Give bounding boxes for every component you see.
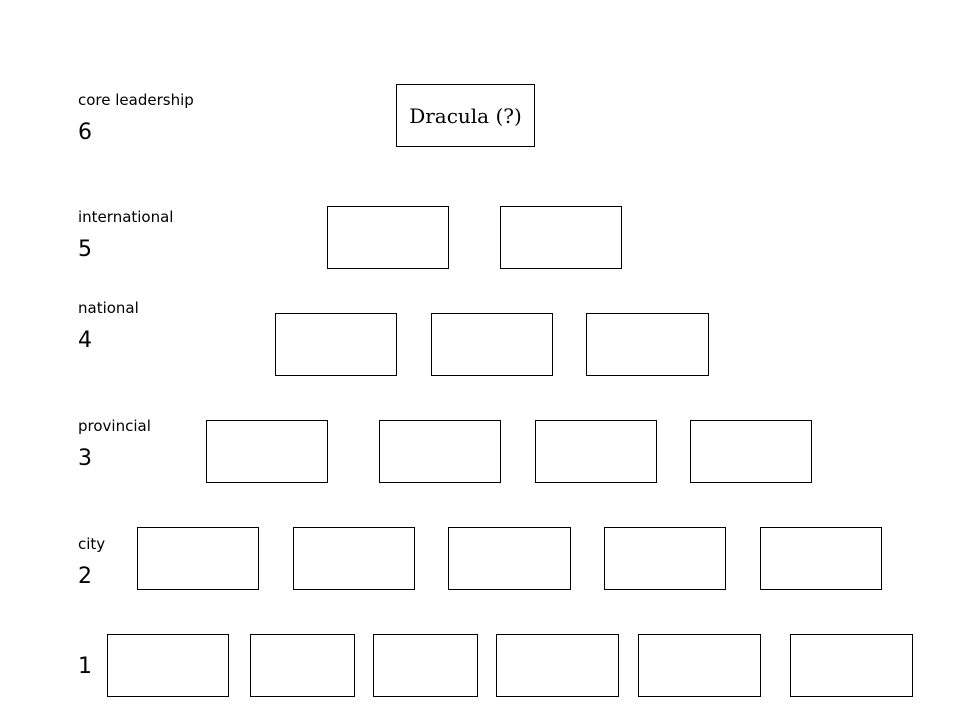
level-3-box-3 <box>535 420 657 483</box>
level-1-number: 1 <box>78 654 92 679</box>
level-4-number: 4 <box>78 328 92 353</box>
level-6-name: core leadership <box>78 91 194 109</box>
level-3-number: 3 <box>78 446 92 471</box>
level-5-number: 5 <box>78 237 92 262</box>
level-6-number: 6 <box>78 120 92 145</box>
level-2-box-4 <box>604 527 726 590</box>
level-2-number: 2 <box>78 564 92 589</box>
level-6-box-1: Dracula (?) <box>396 84 535 147</box>
level-5-box-1 <box>327 206 449 269</box>
level-2-name: city <box>78 535 106 553</box>
level-3-box-2 <box>379 420 501 483</box>
level-3-box-1 <box>206 420 328 483</box>
level-1-box-6 <box>790 634 913 697</box>
level-4-box-3 <box>586 313 709 376</box>
level-5-name: international <box>78 208 174 226</box>
level-1-box-2 <box>250 634 355 697</box>
level-2-box-2 <box>293 527 415 590</box>
level-2-box-5 <box>760 527 882 590</box>
level-4-box-1 <box>275 313 397 376</box>
level-1-box-3 <box>373 634 478 697</box>
level-2-box-1 <box>137 527 259 590</box>
level-4-name: national <box>78 299 139 317</box>
level-5-box-2 <box>500 206 622 269</box>
level-2-box-3 <box>448 527 571 590</box>
level-4-box-2 <box>431 313 553 376</box>
level-1-box-1 <box>107 634 229 697</box>
level-1-box-4 <box>496 634 619 697</box>
level-3-name: provincial <box>78 417 151 435</box>
level-3-box-4 <box>690 420 812 483</box>
level-1-box-5 <box>638 634 761 697</box>
